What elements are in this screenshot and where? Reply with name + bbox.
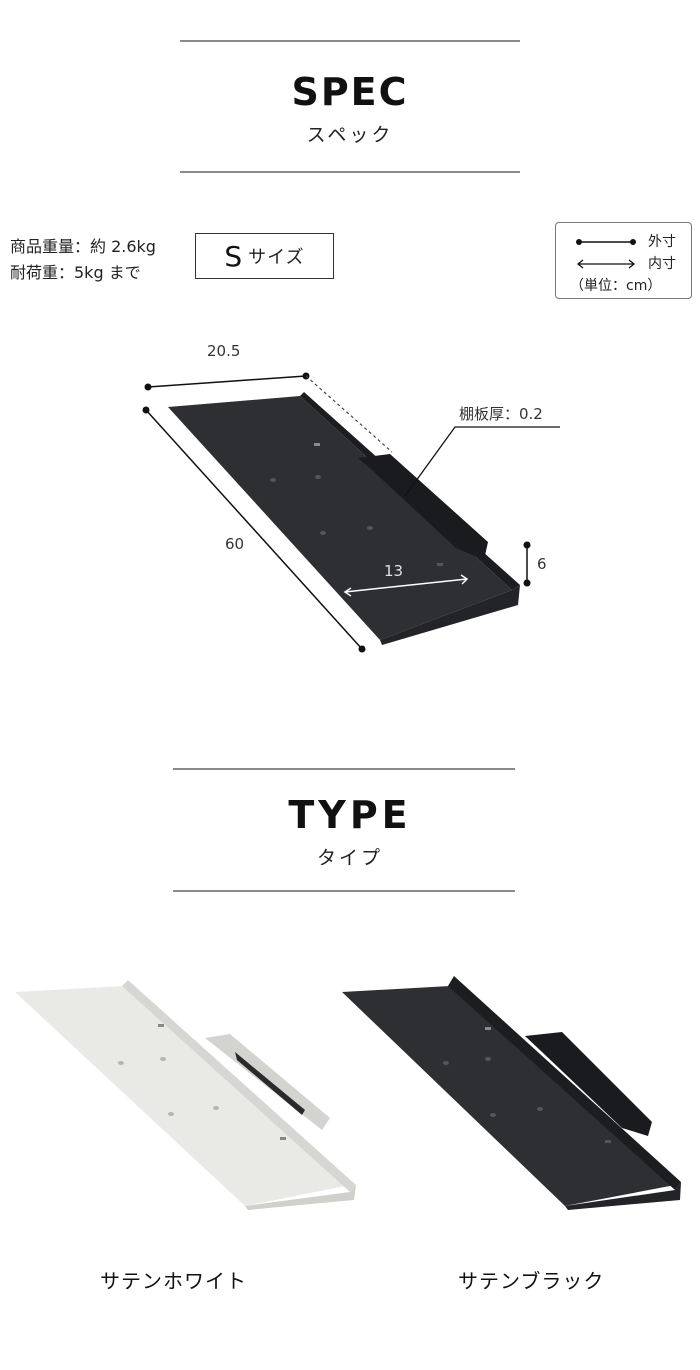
outer-dimension-label: 外寸 [648, 234, 676, 250]
line-with-dots-icon [576, 239, 636, 245]
inner-width-dimension-label: 13 [384, 562, 404, 580]
height-dimension-label: 6 [537, 555, 547, 573]
shelf-thickness-label: 棚板厚：0.2 [459, 405, 543, 423]
type-top-divider [173, 768, 515, 770]
spec-top-divider [180, 40, 520, 42]
satin-white-product-image [15, 980, 356, 1210]
type-label-satin-white: サテンホワイト [100, 1269, 247, 1293]
inner-dimension-label: 内寸 [648, 256, 676, 272]
type-title: TYPE [288, 793, 412, 837]
product-weight: 商品重量：約 2.6kg [10, 237, 156, 256]
size-word: サイズ [248, 247, 305, 268]
unit-label: （単位：cm） [570, 278, 662, 294]
spec-bottom-divider [180, 171, 520, 173]
depth-dimension-label: 60 [225, 535, 245, 553]
spec-subtitle: スペック [306, 124, 394, 146]
type-label-satin-black: サテンブラック [458, 1269, 605, 1293]
dimension-legend: 外寸 内寸 （単位：cm） [555, 222, 692, 299]
load-capacity: 耐荷重：5kg まで [10, 263, 141, 282]
spec-product-diagram [142, 372, 560, 653]
type-bottom-divider [173, 890, 515, 892]
satin-black-product-image [342, 976, 681, 1210]
size-badge: S サイズ [195, 233, 334, 279]
spec-title: SPEC [291, 70, 409, 114]
type-subtitle: タイプ [316, 847, 383, 869]
width-dimension-label: 20.5 [207, 342, 241, 360]
double-arrow-icon [576, 259, 636, 269]
size-letter: S [224, 239, 243, 273]
